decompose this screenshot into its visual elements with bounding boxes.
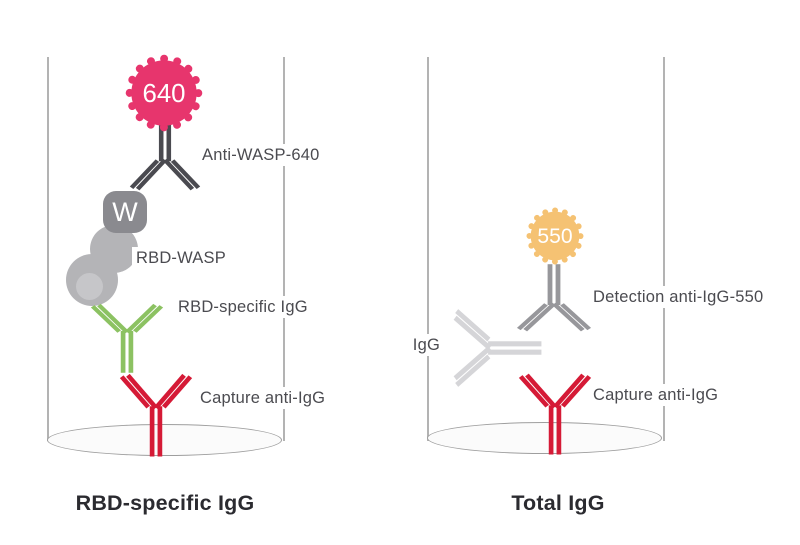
label-rbd-specific-igg: RBD-specific IgG — [174, 296, 312, 318]
label-detection-anti-igg-550: Detection anti-IgG-550 — [589, 286, 768, 308]
wasp-tag: W — [103, 191, 147, 233]
right-well-wall-right — [663, 57, 665, 441]
badge-640-value: 640 — [142, 80, 185, 108]
label-right-capture-anti-igg: Capture anti-IgG — [589, 384, 723, 406]
fluorophore-640-badge: 640 — [121, 50, 207, 136]
left-well-wall-left — [47, 57, 49, 441]
fluorophore-550-badge: 550 — [523, 204, 587, 268]
rbd-specific-igg-antibody — [88, 294, 166, 374]
badge-640-scallop-ring — [125, 54, 203, 132]
caption-total-igg: Total IgG — [511, 491, 605, 515]
right-capture-antibody — [516, 362, 594, 456]
caption-rbd-specific-igg: RBD-specific IgG — [75, 491, 255, 515]
badge-550-value: 550 — [537, 225, 572, 248]
badge-550-circle — [530, 211, 580, 261]
left-well-bottom-ellipse — [47, 424, 282, 456]
label-igg: IgG — [408, 334, 444, 356]
left-well-wall-right — [283, 57, 285, 441]
left-capture-antibody — [117, 362, 195, 458]
badge-550-scallop-ring — [526, 207, 584, 265]
label-anti-wasp-640: Anti-WASP-640 — [198, 144, 324, 166]
sample-igg-antibody — [441, 306, 543, 390]
detection-anti-igg-550-antibody — [514, 263, 594, 341]
wasp-tag-letter: W — [112, 197, 138, 227]
right-well-wall-left — [427, 57, 429, 441]
right-well-bottom-ellipse — [427, 422, 662, 454]
label-rbd-wasp: RBD-WASP — [132, 247, 230, 269]
label-left-capture-anti-igg: Capture anti-IgG — [196, 387, 330, 409]
rbd-blob-highlight — [76, 273, 103, 300]
badge-640-circle — [131, 60, 197, 126]
